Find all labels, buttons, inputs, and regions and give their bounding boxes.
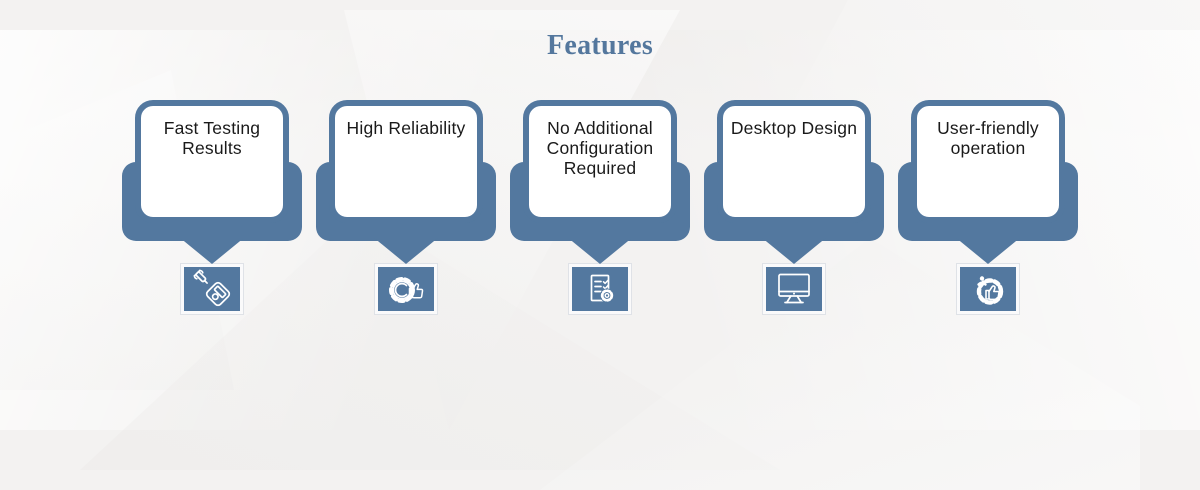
feature-label: No Additional Configuration Required: [546, 118, 654, 178]
gear-thumbs-up-icon: [378, 267, 434, 311]
user-thumbs-up-gear-icon: [960, 267, 1016, 311]
bubble-card: Desktop Design: [717, 100, 871, 223]
feature-card-no-additional-configuration: No Additional Configuration Required: [510, 100, 690, 315]
bubble-pointer: [567, 237, 633, 264]
icon-frame: [180, 263, 244, 315]
feature-card-desktop-design: Desktop Design: [704, 100, 884, 315]
bubble-pointer: [373, 237, 439, 264]
feature-card-fast-testing-results: Fast Testing Results: [122, 100, 302, 315]
icon-frame: [762, 263, 826, 315]
speech-bubble: High Reliability: [316, 100, 496, 264]
bubble-card: Fast Testing Results: [135, 100, 289, 223]
desktop-monitor-icon: [766, 267, 822, 311]
feature-card-user-friendly-operation: User-friendly operation: [898, 100, 1078, 315]
bubble-pointer: [179, 237, 245, 264]
page-title: Features: [546, 30, 654, 61]
speech-bubble: Desktop Design: [704, 100, 884, 264]
feature-card-high-reliability: High Reliability: [316, 100, 496, 315]
checklist-gear-icon: [572, 267, 628, 311]
bubble-pointer: [955, 237, 1021, 264]
testing-device-icon: [184, 267, 240, 311]
icon-frame: [568, 263, 632, 315]
speech-bubble: No Additional Configuration Required: [510, 100, 690, 264]
icon-frame: [374, 263, 438, 315]
feature-label: High Reliability: [346, 118, 466, 138]
bubble-card: User-friendly operation: [911, 100, 1065, 223]
feature-label: Fast Testing Results: [163, 118, 261, 158]
icon-frame: [956, 263, 1020, 315]
bubble-card: High Reliability: [329, 100, 483, 223]
speech-bubble: Fast Testing Results: [122, 100, 302, 264]
feature-label: User-friendly operation: [937, 118, 1039, 158]
bubble-pointer: [761, 237, 827, 264]
feature-label: Desktop Design: [730, 118, 858, 138]
speech-bubble: User-friendly operation: [898, 100, 1078, 264]
features-row: Fast Testing Results: [122, 100, 1078, 315]
bubble-card: No Additional Configuration Required: [523, 100, 677, 223]
